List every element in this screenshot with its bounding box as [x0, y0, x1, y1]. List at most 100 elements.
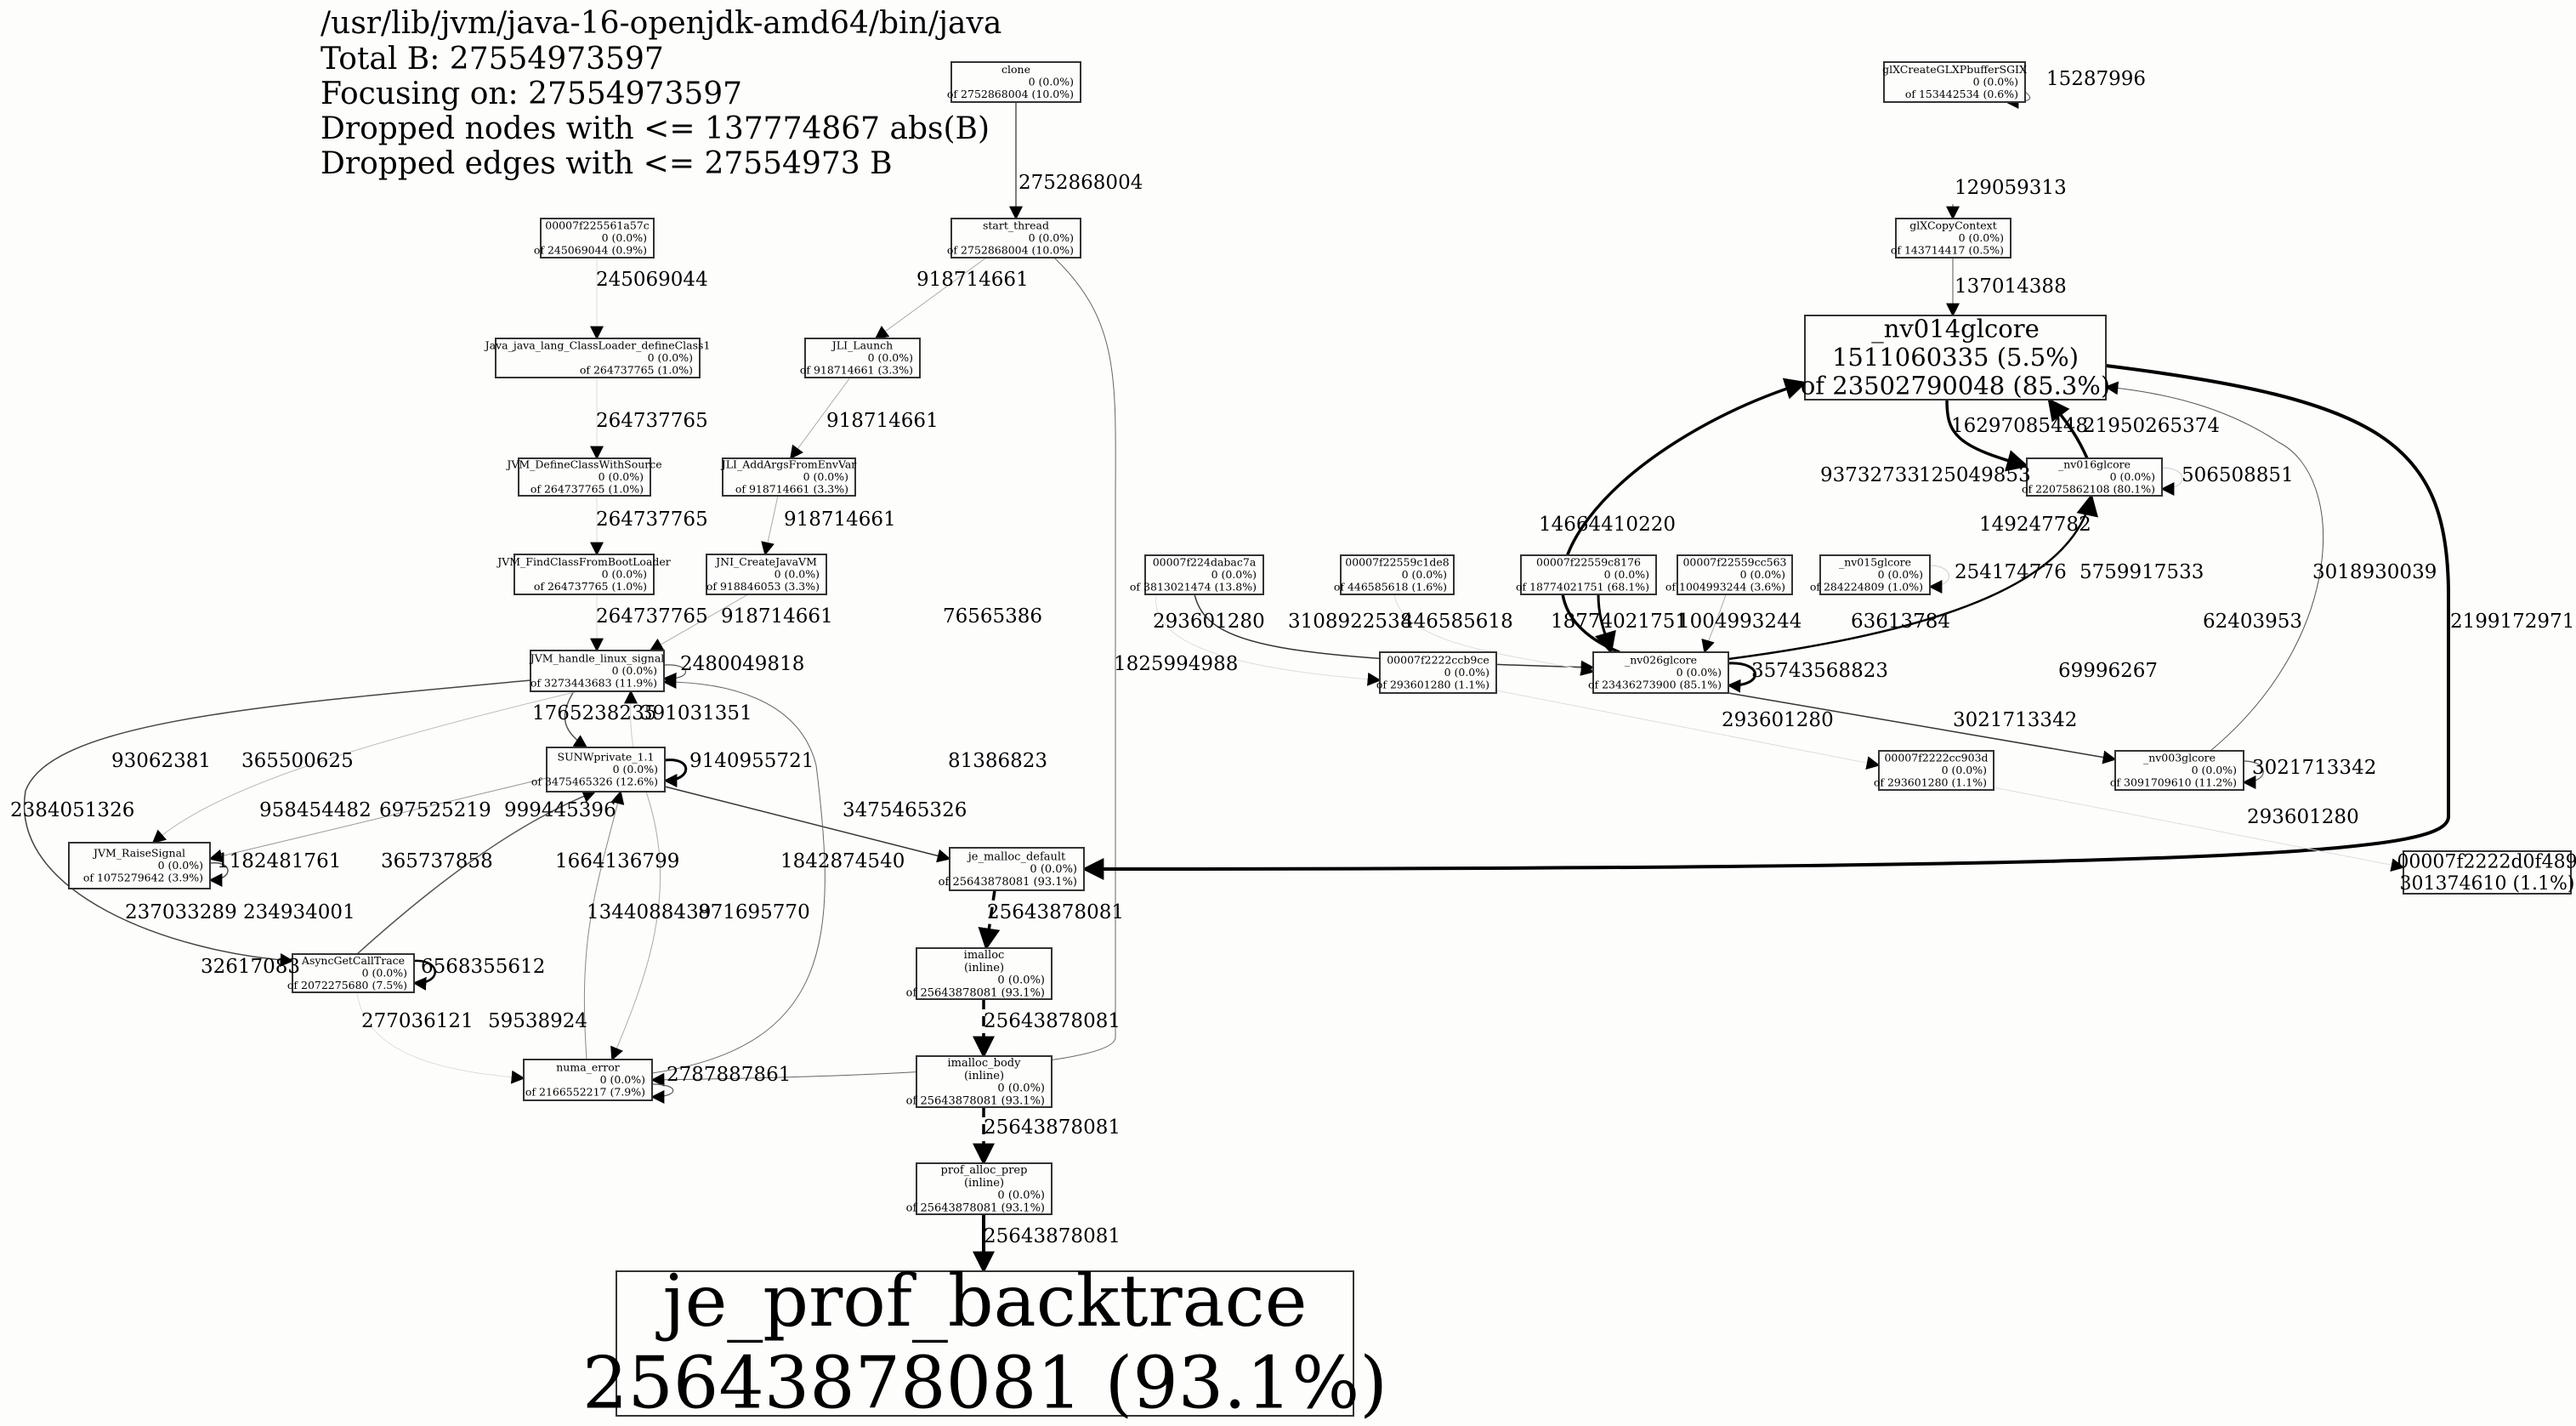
edge-weight-label: 365737858	[381, 850, 493, 872]
graph-edge	[663, 758, 688, 787]
node-value: 0 (0.0%)	[997, 1082, 1045, 1095]
node-box	[1592, 651, 1729, 694]
node-box	[68, 842, 211, 889]
node-name: clone	[1001, 63, 1030, 76]
graph-node[interactable]: SUNWprivate_1.10 (0.0%)of 3475465326 (12…	[531, 747, 666, 793]
node-value: 0 (0.0%)	[1604, 568, 1649, 581]
node-name: _nv026glcore	[1625, 654, 1697, 667]
node-box	[1520, 554, 1657, 595]
node-name: 00007f2222d0f489	[2397, 852, 2576, 873]
node-value: 0 (0.0%)	[1444, 666, 1489, 679]
graph-edge	[1594, 594, 1616, 655]
edge-weight-label: 264737765	[596, 605, 708, 628]
edge-weight-label: 81386823	[948, 750, 1047, 772]
graph-edge	[583, 790, 625, 1060]
edge-weight-label: 264737765	[596, 410, 708, 432]
graph-edge	[564, 690, 588, 748]
node-value: of 2072275680 (7.5%)	[287, 979, 407, 991]
node-value: 0 (0.0%)	[1029, 231, 1074, 244]
graph-node[interactable]: imalloc_body(inline)0 (0.0%)of 256438780…	[906, 1055, 1053, 1108]
edge-weight-label: 918714661	[784, 508, 896, 531]
node-box	[616, 1270, 1354, 1417]
edge-weight-label: 293601280	[2247, 806, 2359, 828]
edge-weight-label: 918714661	[721, 605, 833, 628]
edge-weight-label: 14664410220	[1539, 514, 1676, 536]
edge-weight-label: 3021713342	[2252, 757, 2376, 779]
node-value: 301374610 (1.1%)	[2399, 873, 2574, 895]
edge-weight-label: 446585618	[1401, 611, 1513, 633]
node-value: (inline)	[964, 962, 1004, 974]
node-value: of 918714661 (3.3%)	[735, 482, 848, 495]
graph-edge	[1495, 690, 1881, 770]
node-box	[2026, 457, 2163, 497]
node-name: numa_error	[556, 1061, 620, 1074]
graph-node[interactable]: prof_alloc_prep(inline)0 (0.0%)of 256438…	[906, 1162, 1053, 1215]
node-box	[1895, 218, 2011, 258]
node-value: 0 (0.0%)	[1740, 568, 1785, 581]
node-value: 0 (0.0%)	[1211, 568, 1257, 581]
edge-weight-label: 1182481761	[217, 850, 341, 872]
graph-edge	[412, 959, 436, 991]
node-box	[2114, 750, 2244, 791]
graph-node[interactable]: Java_java_lang_ClassLoader_defineClass10…	[484, 338, 711, 378]
node-value: 0 (0.0%)	[1959, 231, 2004, 244]
edge-weight-label: 918714661	[916, 269, 1029, 291]
graph-edge	[664, 786, 951, 863]
node-value: of 2752868004 (10.0%)	[947, 88, 1074, 100]
graph-edge	[1728, 493, 2098, 661]
node-value: 1511060335 (5.5%)	[1832, 343, 2079, 372]
node-box	[1379, 651, 1497, 694]
node-box	[916, 1055, 1053, 1108]
node-name: 00007f2222ccb9ce	[1387, 654, 1489, 667]
graph-edge	[151, 690, 579, 844]
node-value: of 918714661 (3.3%)	[800, 363, 913, 376]
edge-weight-label: 391031351	[640, 702, 752, 724]
node-box	[722, 457, 856, 497]
node-value: 0 (0.0%)	[1973, 76, 2018, 88]
node-name: 00007f22559c8176	[1536, 556, 1641, 569]
graph-node[interactable]: imalloc(inline)0 (0.0%)of 25643878081 (9…	[906, 947, 1053, 1000]
node-value: 0 (0.0%)	[602, 568, 647, 581]
node-value: 25643878081 (93.1%)	[582, 1342, 1387, 1425]
graph-edge	[761, 495, 779, 556]
graph-edge	[1155, 594, 1382, 686]
edge-weight-label: 2384051326	[10, 799, 134, 821]
node-name: glXCreateGLXPbufferSGIX	[1882, 63, 2027, 76]
graph-edge	[2047, 397, 2089, 459]
node-value: (inline)	[964, 1177, 1004, 1190]
edge-weight-label: 293601280	[1153, 611, 1265, 633]
edge-weight-label: 1004993244	[1677, 611, 1801, 633]
node-box	[495, 338, 701, 378]
node-box	[1804, 315, 2107, 401]
edge-weight-label: 149247782	[1979, 514, 2091, 536]
